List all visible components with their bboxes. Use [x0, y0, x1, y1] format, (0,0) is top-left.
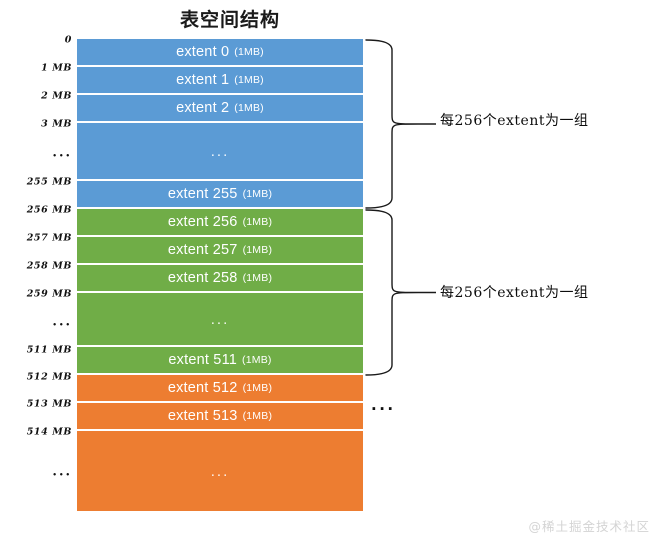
axis-label: 511 MB	[26, 344, 72, 356]
extent-size: (1MB)	[242, 410, 273, 422]
extent-label: extent 513	[167, 408, 238, 424]
axis-label: 3 MB	[41, 118, 72, 130]
extent-label: ...	[210, 462, 230, 480]
axis-label: 514 MB	[26, 426, 72, 438]
extent-block: extent 257 (1MB)	[77, 236, 363, 264]
axis-label: 0	[64, 34, 72, 46]
extent-label: extent 511	[168, 352, 238, 368]
extent-block-ellipsis: ...	[77, 292, 363, 346]
extent-label: extent 512	[167, 380, 238, 396]
memory-offset-axis: 0 1 MB 2 MB 3 MB... 255 MB 256 MB 257 MB 258 MB…	[0, 0, 72, 547]
axis-label: 513 MB	[26, 398, 72, 410]
extent-size: (1MB)	[242, 244, 273, 256]
extent-label: extent 256	[167, 214, 238, 230]
extent-block-ellipsis: ...	[77, 430, 363, 512]
axis-label: 1 MB	[41, 62, 72, 74]
extent-block: extent 256 (1MB)	[77, 208, 363, 236]
extent-label: extent 1	[176, 72, 230, 88]
extent-size: (1MB)	[234, 74, 264, 86]
extent-label: extent 258	[167, 270, 238, 286]
extent-size: (1MB)	[234, 46, 264, 58]
axis-label: 255 MB	[26, 176, 72, 188]
group-annotation-label: 每256个extent为一组	[440, 113, 589, 129]
watermark: @稀土掘金技术社区	[528, 519, 650, 534]
extent-size: (1MB)	[242, 188, 273, 200]
extent-size: (1MB)	[234, 102, 264, 114]
extent-size: (1MB)	[242, 272, 273, 284]
extent-block-ellipsis: ...	[77, 122, 363, 180]
extent-block: extent 513 (1MB)	[77, 402, 363, 430]
group-brace	[365, 39, 419, 209]
axis-ellipsis: ...	[52, 464, 72, 480]
axis-label: 258 MB	[26, 260, 72, 272]
extent-label: extent 255	[167, 186, 238, 202]
group-annotation-label: 每256个extent为一组	[440, 285, 589, 301]
extent-label: extent 2	[176, 100, 230, 116]
extent-block: extent 1 (1MB)	[77, 66, 363, 94]
axis-label: 512 MB	[26, 371, 72, 383]
extent-block: extent 0 (1MB)	[77, 38, 363, 66]
extent-label: extent 0	[176, 44, 230, 60]
group-brace	[365, 209, 419, 376]
extent-block: extent 2 (1MB)	[77, 94, 363, 122]
extent-block: extent 511 (1MB)	[77, 346, 363, 374]
extent-label: ...	[210, 310, 230, 328]
extent-label: ...	[210, 142, 230, 160]
extent-block: extent 512 (1MB)	[77, 374, 363, 402]
extent-label: extent 257	[167, 242, 238, 258]
axis-label: 256 MB	[26, 204, 72, 216]
page-title: 表空间结构	[179, 9, 280, 31]
extent-size: (1MB)	[242, 382, 273, 394]
extent-size: (1MB)	[242, 216, 273, 228]
axis-label: 259 MB	[26, 288, 72, 300]
extent-size: (1MB)	[242, 354, 272, 366]
extent-column: extent 0 (1MB) extent 1 (1MB) extent 2 (1MB).…	[77, 38, 363, 512]
axis-label: 257 MB	[26, 232, 72, 244]
extent-block: extent 255 (1MB)	[77, 180, 363, 208]
axis-ellipsis: ...	[52, 314, 72, 330]
axis-ellipsis: ...	[52, 145, 72, 161]
extent-block: extent 258 (1MB)	[77, 264, 363, 292]
axis-label: 2 MB	[41, 90, 72, 102]
continuation-ellipsis: ...	[371, 396, 396, 414]
